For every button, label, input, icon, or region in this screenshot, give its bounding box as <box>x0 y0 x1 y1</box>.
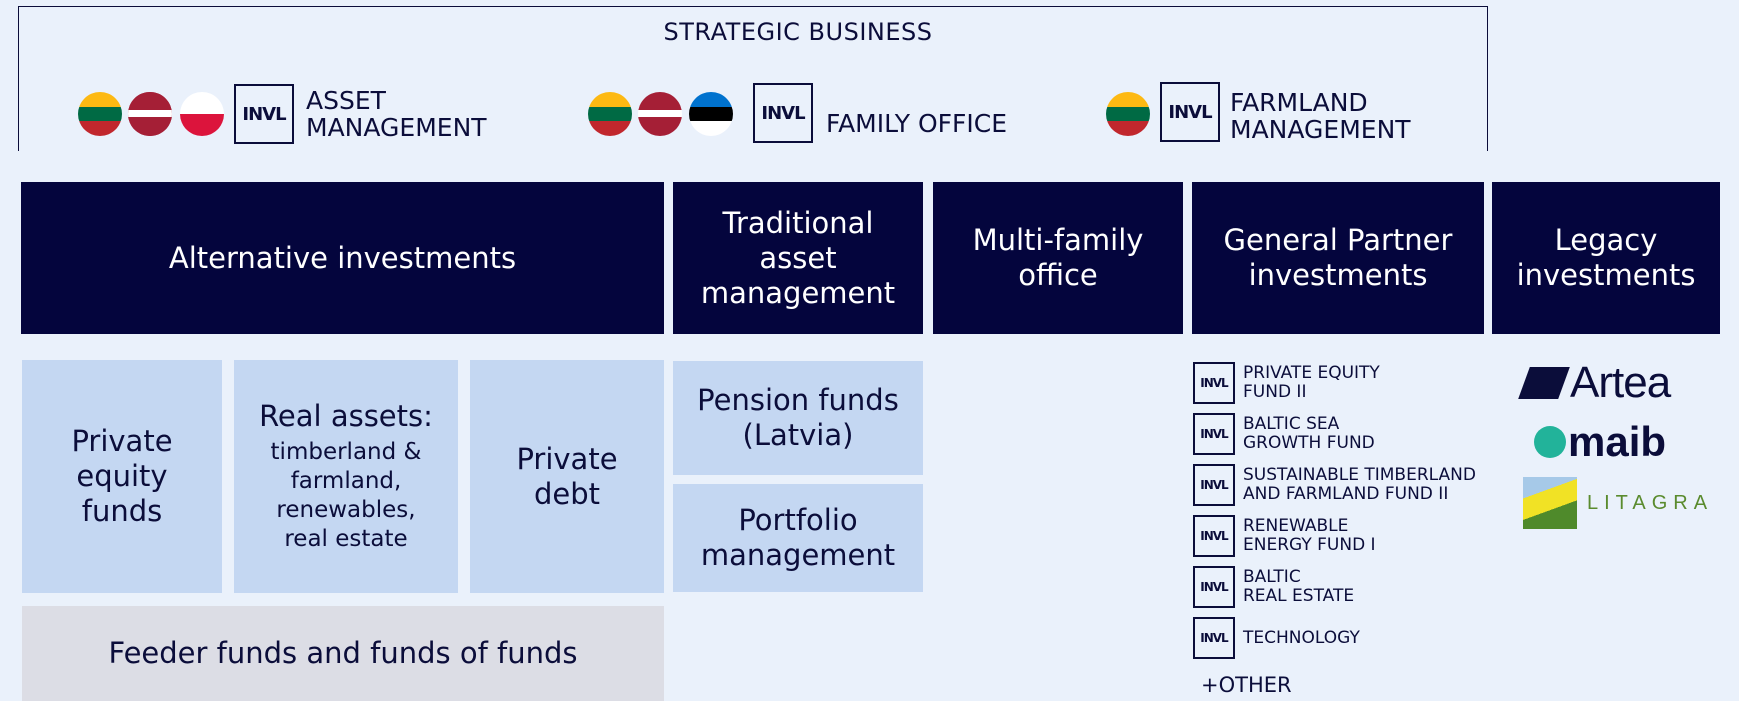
gp-fund-item: INVL PRIVATE EQUITY FUND II <box>1193 358 1493 408</box>
asset-line2: MANAGEMENT <box>306 113 487 142</box>
gp-fund-line1: BALTIC <box>1243 567 1301 587</box>
invl-logo-icon: INVL <box>234 84 294 144</box>
header-multi-family-office: Multi-family office <box>933 182 1183 334</box>
real-assets-body: timberland & farmland, renewables, real … <box>270 439 422 552</box>
header-alternative-investments: Alternative investments <box>21 182 664 334</box>
feeder-funds-box: Feeder funds and funds of funds <box>22 606 664 701</box>
gp-fund-item: INVL BALTIC SEA GROWTH FUND <box>1193 409 1493 459</box>
gp-fund-item: INVL TECHNOLOGY <box>1193 613 1493 663</box>
gp-fund-line1: TECHNOLOGY <box>1243 627 1360 648</box>
strategic-business-title: STRATEGIC BUSINESS <box>663 18 933 46</box>
maib-wordmark: maib <box>1568 418 1667 465</box>
poland-flag-icon <box>180 92 224 136</box>
gp-fund-line2: REAL ESTATE <box>1243 586 1355 606</box>
header-general-partner-investments: General Partner investments <box>1192 182 1484 334</box>
gp-fund-item: INVL BALTIC REAL ESTATE <box>1193 562 1493 612</box>
real-assets-box: Real assets: timberland & farmland, rene… <box>234 360 458 593</box>
gp-fund-line1: RENEWABLE <box>1243 516 1349 536</box>
invl-logo-icon: INVL <box>1193 617 1235 659</box>
pension-funds-box: Pension funds (Latvia) <box>673 361 923 475</box>
gp-fund-label: TECHNOLOGY <box>1243 627 1360 648</box>
gp-fund-line1: BALTIC SEA <box>1243 414 1340 434</box>
maib-mark-icon <box>1534 426 1566 458</box>
invl-logo-icon: INVL <box>1193 413 1235 455</box>
gp-fund-item: INVL SUSTAINABLE TIMBERLAND AND FARMLAND… <box>1193 460 1493 510</box>
estonia-flag-icon <box>689 92 733 136</box>
artea-mark-icon <box>1518 367 1570 399</box>
asset-management-label: ASSET MANAGEMENT <box>306 87 487 141</box>
real-assets-title: Real assets: <box>259 399 433 433</box>
header-traditional-asset-management: Traditional asset management <box>673 182 923 334</box>
maib-logo: maib <box>1534 418 1666 466</box>
latvia-flag-icon <box>128 92 172 136</box>
gp-fund-label: PRIVATE EQUITY FUND II <box>1243 364 1380 402</box>
farmland-line1: FARMLAND <box>1230 88 1368 117</box>
farmland-management-label: FARMLAND MANAGEMENT <box>1230 89 1411 143</box>
litagra-logo: LITAGRA <box>1523 477 1713 529</box>
gp-fund-line2: GROWTH FUND <box>1243 433 1375 453</box>
invl-logo-icon: INVL <box>1193 362 1235 404</box>
gp-fund-label: RENEWABLE ENERGY FUND I <box>1243 517 1376 555</box>
farmland-line2: MANAGEMENT <box>1230 115 1411 144</box>
gp-fund-label: BALTIC REAL ESTATE <box>1243 568 1354 606</box>
header-legacy-investments: Legacy investments <box>1492 182 1720 334</box>
family-office-label: FAMILY OFFICE <box>826 109 1008 138</box>
gp-fund-line1: PRIVATE EQUITY <box>1243 363 1380 383</box>
gp-fund-list: INVL PRIVATE EQUITY FUND II INVL BALTIC … <box>1193 358 1493 663</box>
gp-fund-item: INVL RENEWABLE ENERGY FUND I <box>1193 511 1493 561</box>
litagra-mark-icon <box>1523 477 1577 529</box>
portfolio-management-box: Portfolio management <box>673 484 923 592</box>
gp-other-label: +OTHER <box>1201 673 1292 697</box>
gp-fund-line2: FUND II <box>1243 382 1307 402</box>
private-debt-box: Private debt <box>470 360 664 593</box>
asset-line1: ASSET <box>306 86 386 115</box>
gp-fund-line2: AND FARMLAND FUND II <box>1243 484 1449 504</box>
invl-logo-icon: INVL <box>1160 82 1220 142</box>
invl-logo-icon: INVL <box>753 83 813 143</box>
litagra-wordmark: LITAGRA <box>1587 491 1714 514</box>
invl-logo-icon: INVL <box>1193 464 1235 506</box>
lithuania-flag-icon <box>1106 92 1150 136</box>
private-equity-funds-box: Private equity funds <box>22 360 222 593</box>
gp-fund-label: SUSTAINABLE TIMBERLAND AND FARMLAND FUND… <box>1243 466 1476 504</box>
lithuania-flag-icon <box>588 92 632 136</box>
strategic-business-frame <box>18 6 1488 151</box>
lithuania-flag-icon <box>78 92 122 136</box>
latvia-flag-icon <box>638 92 682 136</box>
invl-logo-icon: INVL <box>1193 515 1235 557</box>
artea-logo: Artea <box>1518 358 1671 408</box>
gp-fund-line1: SUSTAINABLE TIMBERLAND <box>1243 465 1476 485</box>
gp-fund-line2: ENERGY FUND I <box>1243 535 1376 555</box>
gp-fund-label: BALTIC SEA GROWTH FUND <box>1243 415 1375 453</box>
artea-wordmark: Artea <box>1570 358 1671 407</box>
invl-logo-icon: INVL <box>1193 566 1235 608</box>
